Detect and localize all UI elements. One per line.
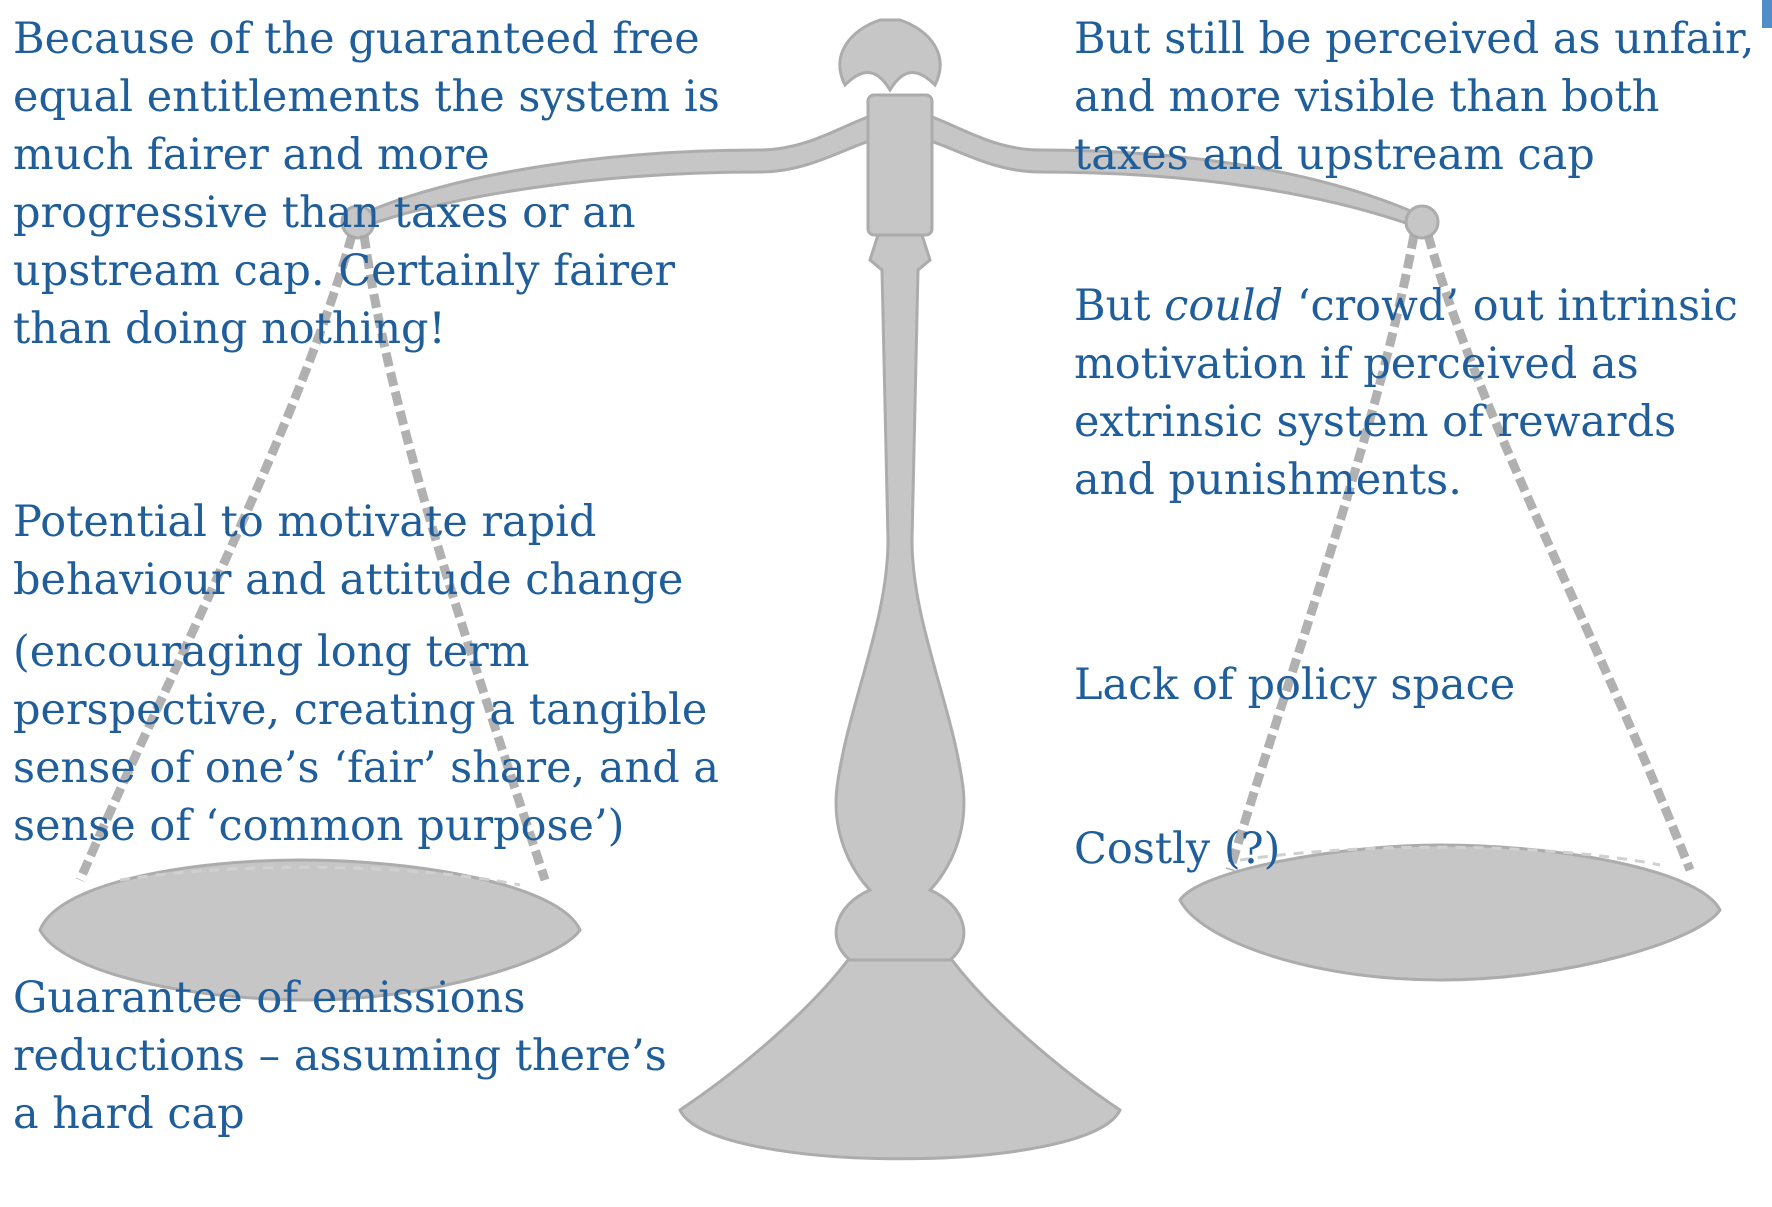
fairness-line: much fairer and more — [13, 126, 720, 184]
policy-space-text: Lack of policy space — [1074, 656, 1515, 714]
cost-text: Costly (?) — [1074, 820, 1280, 878]
fairness-line: than doing nothing! — [13, 300, 720, 358]
crowding-emphasis: could — [1164, 281, 1283, 331]
motivation-detail-line: sense of one’s ‘fair’ share, and a — [13, 739, 719, 797]
motivation-detail-line: sense of ‘common purpose’) — [13, 797, 719, 855]
cost-line: Costly (?) — [1074, 820, 1280, 878]
motivation-detail-line: perspective, creating a tangible — [13, 681, 719, 739]
motivation-detail-text: (encouraging long term perspective, crea… — [13, 623, 719, 855]
crowding-line: and punishments. — [1074, 451, 1738, 509]
fairness-text: Because of the guaranteed free equal ent… — [13, 10, 720, 358]
corner-accent-tab — [1762, 0, 1772, 28]
crowding-line: extrinsic system of rewards — [1074, 393, 1738, 451]
motivation-text: Potential to motivate rapid behaviour an… — [13, 493, 683, 609]
policy-space-line: Lack of policy space — [1074, 656, 1515, 714]
crowding-suffix: ‘crowd’ out intrinsic — [1283, 281, 1738, 331]
fairness-line: Because of the guaranteed free — [13, 10, 720, 68]
perception-line: and more visible than both — [1074, 68, 1754, 126]
fairness-line: upstream cap. Certainly fairer — [13, 242, 720, 300]
perception-line: But still be perceived as unfair, — [1074, 10, 1754, 68]
crowding-line: But could ‘crowd’ out intrinsic — [1074, 277, 1738, 335]
motivation-line: Potential to motivate rapid — [13, 493, 683, 551]
motivation-detail-line: (encouraging long term — [13, 623, 719, 681]
fairness-line: progressive than taxes or an — [13, 184, 720, 242]
guarantee-text: Guarantee of emissions reductions – assu… — [13, 969, 667, 1143]
perception-text: But still be perceived as unfair, and mo… — [1074, 10, 1754, 184]
crowding-text: But could ‘crowd’ out intrinsic motivati… — [1074, 277, 1738, 509]
crowding-prefix: But — [1074, 281, 1164, 331]
perception-line: taxes and upstream cap — [1074, 126, 1754, 184]
fairness-line: equal entitlements the system is — [13, 68, 720, 126]
crowding-line: motivation if perceived as — [1074, 335, 1738, 393]
guarantee-line: a hard cap — [13, 1085, 667, 1143]
motivation-line: behaviour and attitude change — [13, 551, 683, 609]
guarantee-line: reductions – assuming there’s — [13, 1027, 667, 1085]
guarantee-line: Guarantee of emissions — [13, 969, 667, 1027]
